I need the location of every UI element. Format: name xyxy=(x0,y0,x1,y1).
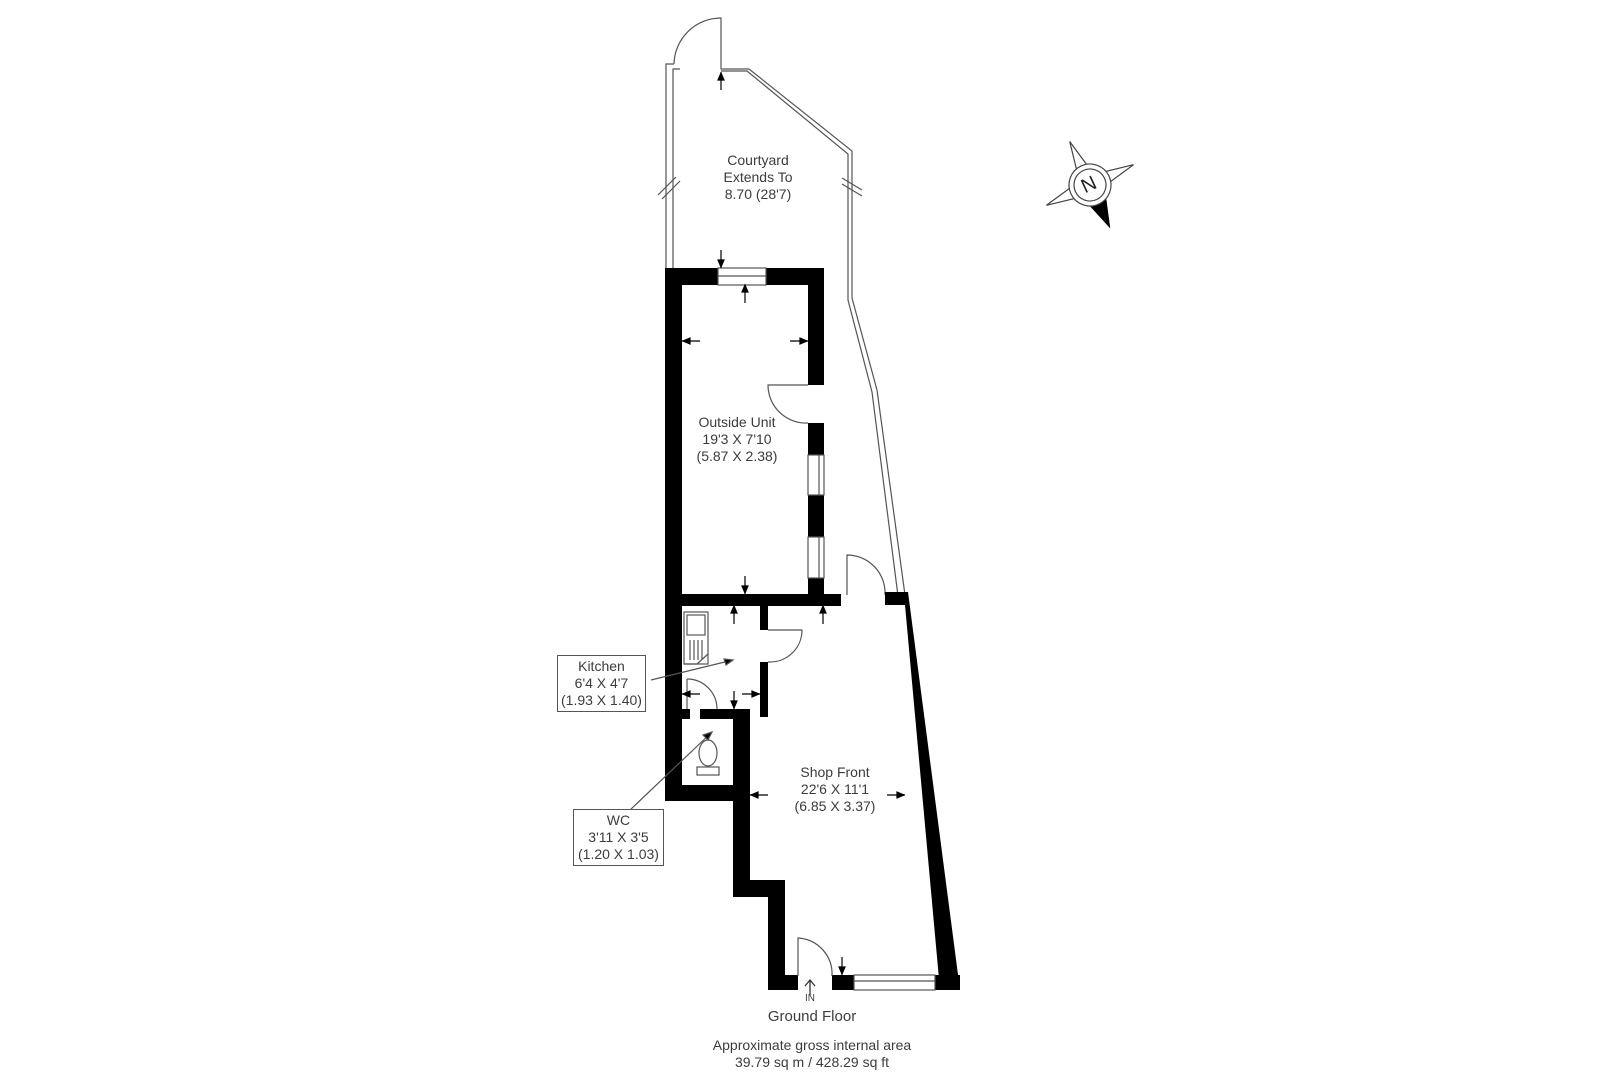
room-dimension: 6'4 X 4'7 xyxy=(574,675,629,691)
room-dimension-metric: (6.85 X 3.37) xyxy=(794,798,876,814)
room-dimension-metric: (5.87 X 2.38) xyxy=(696,448,778,464)
room-name: Courtyard xyxy=(727,152,789,168)
room-label-wc: WC 3'11 X 3'5 (1.20 X 1.03) xyxy=(573,809,664,866)
room-dimension-metric: (1.20 X 1.03) xyxy=(578,846,659,862)
label-leaders xyxy=(629,658,735,811)
floor-name: Ground Floor xyxy=(767,1008,857,1025)
compass-icon xyxy=(1046,141,1134,229)
room-label-kitchen: Kitchen 6'4 X 4'7 (1.93 X 1.40) xyxy=(557,655,646,712)
room-dimension: Extends To xyxy=(723,169,793,185)
room-name: WC xyxy=(606,812,631,828)
kitchen-wc-walls xyxy=(665,606,768,801)
outside-unit-windows xyxy=(717,267,886,596)
entrance-label: IN xyxy=(805,993,815,1004)
shop-front-walls xyxy=(733,592,960,990)
shop-front-window-door xyxy=(797,937,936,991)
room-dimension-metric: 8.70 (28'7) xyxy=(724,186,792,202)
entrance-arrow-icon xyxy=(804,978,816,995)
room-label-shop-front: Shop Front 22'6 X 11'1 (6.85 X 3.37) xyxy=(795,764,876,815)
area-label: Approximate gross internal area xyxy=(712,1037,912,1053)
room-dimension-metric: (1.93 X 1.40) xyxy=(561,692,642,708)
room-name: Outside Unit xyxy=(698,414,776,430)
room-name: Kitchen xyxy=(578,658,625,674)
room-dimension: 19'3 X 7'10 xyxy=(702,431,772,447)
room-dimension: 22'6 X 11'1 xyxy=(800,781,870,797)
courtyard-outline xyxy=(657,17,906,597)
room-label-outside-unit: Outside Unit 19'3 X 7'10 (5.87 X 2.38) xyxy=(697,414,778,465)
room-label-courtyard: Courtyard Extends To 8.70 (28'7) xyxy=(723,152,792,203)
kitchen-fixtures xyxy=(683,611,803,776)
outside-unit-walls xyxy=(665,268,841,608)
room-name: Shop Front xyxy=(800,764,870,780)
room-dimension: 3'11 X 3'5 xyxy=(588,829,649,845)
area-value: 39.79 sq m / 428.29 sq ft xyxy=(734,1054,890,1070)
dimension-arrows xyxy=(681,71,906,976)
